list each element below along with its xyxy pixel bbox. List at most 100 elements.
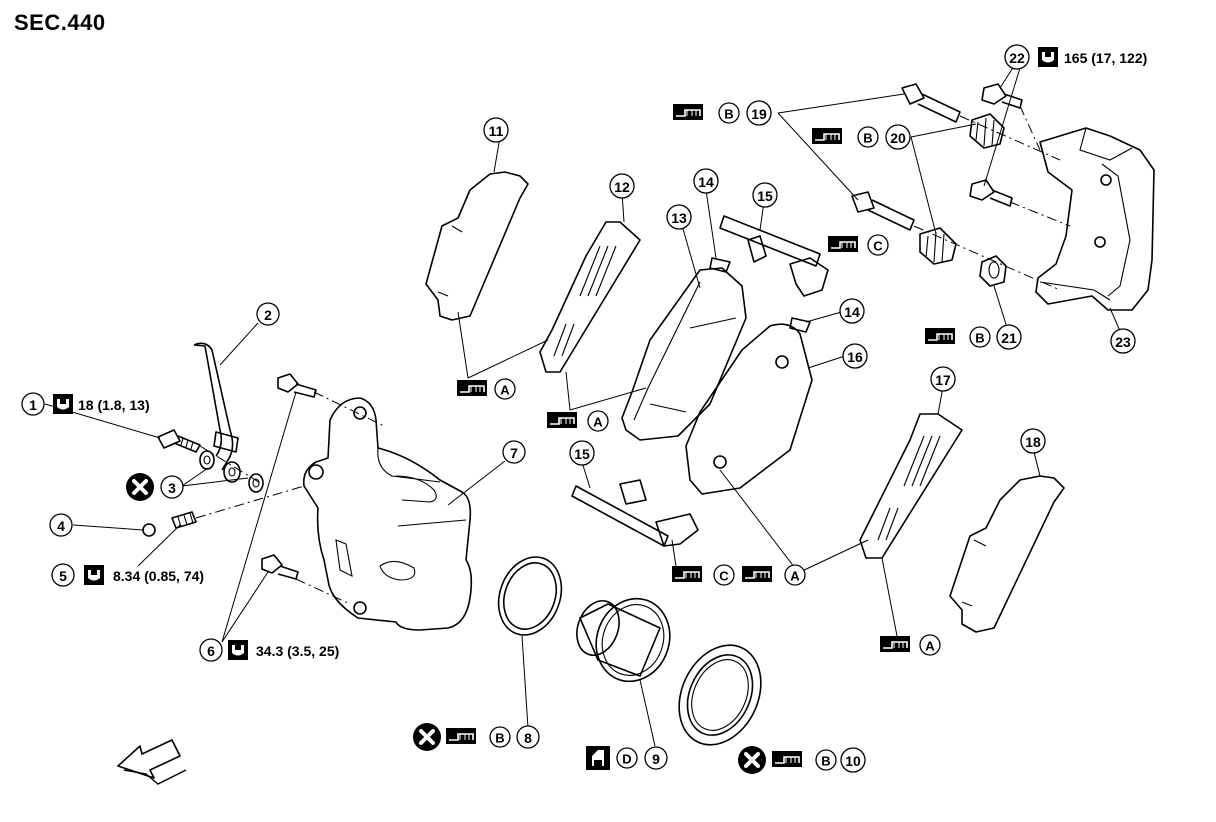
pad-wear-sensor-inner-part [789,317,811,333]
svg-text:16: 16 [847,349,863,365]
torque-spec-6: 34.3 (3.5, 25) [228,640,339,660]
grease-label-c-15-upper: C [827,234,889,256]
fluid-label-d-9: D [586,746,638,770]
svg-text:C: C [719,569,729,584]
do-not-reuse-icon [411,721,443,753]
torque-member-part [1035,127,1155,311]
svg-text:3: 3 [168,480,176,496]
svg-text:C: C [873,239,883,254]
callout-18: 18 [1020,428,1046,454]
svg-text:D: D [622,752,631,767]
svg-text:B: B [821,754,830,769]
callout-16: 16 [842,343,868,369]
copper-washer-part [199,450,264,493]
grease-applicator-icon [672,103,704,121]
svg-text:A: A [925,639,935,654]
do-not-reuse-icon [124,471,156,503]
front-direction-arrow-icon [117,739,187,785]
pin-boot-upper-part [969,113,1005,149]
svg-text:B: B [863,131,872,146]
brake-hose-part [193,342,239,471]
callout-3: 3 [160,475,184,499]
svg-text:10: 10 [845,753,861,769]
grease-applicator-icon [741,565,773,583]
svg-text:A: A [790,569,800,584]
svg-text:20: 20 [890,130,906,146]
sliding-pin-upper-part [901,83,961,123]
grease-applicator-icon [546,411,578,429]
torque-spec-22: 165 (17, 122) [1038,47,1147,67]
grease-applicator-icon [456,379,488,397]
svg-text:11: 11 [489,123,504,139]
cylinder-body-part [302,397,473,631]
svg-text:5: 5 [59,568,67,584]
callout-19: 19 [746,100,772,126]
grease-label-b-20: B [811,126,879,148]
svg-text:B: B [975,331,984,346]
grease-label-a-12-13: A [546,410,609,432]
callout-6: 6 [199,638,223,662]
wrench-torque-icon [1038,47,1058,67]
grease-applicator-icon [445,727,477,745]
callout-17: 17 [930,366,956,392]
callout-8: 8 [516,725,540,749]
grease-label-b-8: B [445,726,511,748]
svg-text:2: 2 [264,307,272,323]
callout-21: 21 [996,324,1022,350]
svg-text:19: 19 [751,106,767,122]
torque-member-bolt-upper-part [981,83,1023,109]
callout-10: 10 [840,747,866,773]
callout-22: 22 [1004,44,1030,70]
piston-seal-part [497,556,563,636]
callout-12: 12 [609,173,635,199]
svg-text:1: 1 [29,397,37,413]
svg-text:13: 13 [671,210,687,226]
pad-wear-sensor-part [709,257,731,273]
svg-text:17: 17 [935,372,951,388]
assembly-centerlines [195,105,1071,605]
callout-11: 11 [483,117,509,143]
piston-boot-part [678,644,762,746]
callout-15-lower: 15 [569,440,595,466]
torque-member-bolt-lower-part [969,179,1013,207]
svg-text:4: 4 [57,518,65,534]
brake-fluid-icon [586,746,610,770]
callout-7: 7 [502,440,526,464]
svg-text:B: B [495,731,504,746]
inner-brake-pad-part [685,323,813,495]
grease-label-b-19: B [672,102,740,124]
pad-retainer-upper-part [719,215,829,297]
connecting-bolt-part [157,429,201,453]
callout-14-upper: 14 [693,168,719,194]
section-label: SEC.440 [14,10,106,35]
callout-9: 9 [644,746,668,770]
svg-text:B: B [724,107,733,122]
caliper-bolt-upper-part [277,373,317,398]
pad-retainer-lower-part [571,479,699,547]
grease-label-a-17-18: A [879,634,941,656]
grease-label-a-16-17: A [741,564,806,586]
grease-label-a-11: A [456,378,516,400]
torque-spec-5: 8.34 (0.85, 74) [84,565,204,585]
svg-text:22: 22 [1009,50,1025,66]
svg-text:15: 15 [757,188,773,204]
callout-2: 2 [256,302,280,326]
grease-applicator-icon [924,327,956,345]
bushing-part [979,255,1007,287]
svg-text:14: 14 [698,174,714,190]
bleed-valve-part [142,511,197,537]
caliper-bolt-lower-part [261,554,299,580]
svg-text:21: 21 [1001,330,1017,346]
svg-text:14: 14 [844,304,860,320]
inner-shim-cover-part [949,475,1065,633]
callout-13: 13 [666,204,692,230]
svg-text:12: 12 [614,179,630,195]
wrench-torque-icon [228,640,248,660]
svg-text:18: 18 [1025,434,1041,450]
grease-label-b-21: B [924,326,991,348]
outer-brake-pad-part [621,267,747,441]
callout-1: 1 [21,392,45,416]
svg-text:23: 23 [1115,334,1131,350]
piston-part [576,597,671,683]
svg-text:6: 6 [207,643,215,659]
